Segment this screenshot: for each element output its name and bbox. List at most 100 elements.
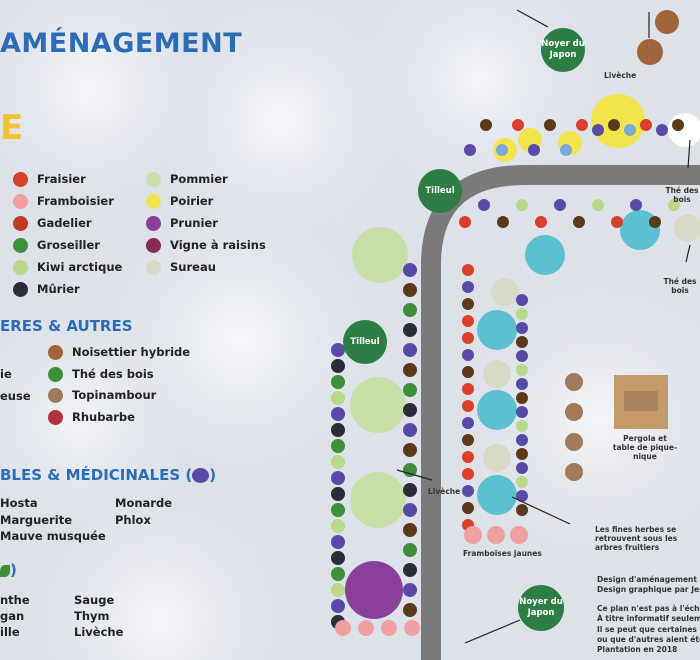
plant-marker (544, 119, 556, 131)
plant-marker (462, 468, 474, 480)
plant-marker (403, 523, 417, 537)
plant-marker (535, 216, 547, 228)
plant-marker (335, 620, 351, 636)
plant-marker (592, 199, 604, 211)
flower-label: Hosta (0, 496, 38, 510)
plant-marker (403, 303, 417, 317)
herb-label: ille (0, 625, 20, 639)
strawberry-icon (13, 172, 28, 187)
plant-marker (331, 471, 345, 485)
plant-marker (512, 119, 524, 131)
plant-marker (576, 119, 588, 131)
plant-marker (331, 343, 345, 357)
currant-bush-icon (477, 310, 517, 350)
apple-tree-icon (146, 172, 161, 187)
label-liveche-left: Livèche (428, 487, 461, 496)
plant-marker (462, 485, 474, 497)
flowers-heading: BLES & MÉDICINALES () (0, 466, 216, 484)
plant-marker (516, 504, 528, 516)
apple-tree-icon (352, 227, 408, 283)
plant-marker (462, 502, 474, 514)
label-liveche-top: Livèche (604, 71, 637, 80)
currant-bush-icon (525, 235, 565, 275)
plant-marker (516, 322, 528, 334)
label-the-bois-1: Thé des bois (665, 186, 699, 204)
plant-marker (403, 563, 417, 577)
plant-marker (565, 403, 583, 421)
plant-marker (516, 490, 528, 502)
others-label: Noisettier hybride (72, 345, 191, 359)
plant-marker (668, 199, 680, 211)
plant-marker (331, 455, 345, 469)
label-herbs-note: Les fines herbes se retrouvent sous les … (595, 525, 678, 552)
plant-marker (516, 336, 528, 348)
flower-label: Mauve musquée (0, 529, 106, 543)
plant-marker (516, 448, 528, 460)
plant-marker (464, 526, 482, 544)
pergola (614, 375, 668, 429)
label-pergola: Pergola et table de pique-nique (612, 434, 678, 461)
plant-marker (462, 349, 474, 361)
apple-tree-icon (350, 377, 406, 433)
elderberry-icon (146, 260, 161, 275)
fruit-label: Groseiller (37, 238, 100, 252)
leader-lines (396, 9, 691, 644)
plum-tree-icon (345, 561, 403, 619)
plant-marker (462, 332, 474, 344)
plant-marker (630, 199, 642, 211)
plant-marker (459, 216, 471, 228)
plant-marker (565, 373, 583, 391)
flower-label: Marguerite (0, 512, 73, 527)
plant-marker (565, 433, 583, 451)
plant-marker (403, 483, 417, 497)
plant-marker (487, 526, 505, 544)
flower-label: Monarde (115, 496, 172, 510)
plant-marker (403, 423, 417, 437)
others-label: Topinambour (72, 388, 157, 402)
others-heading: ERES & AUTRES (0, 317, 133, 335)
plant-marker (358, 620, 374, 636)
plant-marker (331, 375, 345, 389)
plant-marker (381, 620, 397, 636)
rhubarb-icon (48, 409, 63, 425)
plant-marker (462, 434, 474, 446)
tree-tilleul-1: Tilleul (418, 169, 462, 213)
blackberry-icon (13, 282, 28, 297)
fruit-label: Poirier (170, 194, 214, 208)
plant-marker (516, 462, 528, 474)
herbs-heading-close: ) (10, 561, 17, 579)
fruit-label: Gadelier (37, 216, 92, 230)
rhubarb-icon (668, 113, 700, 147)
plant-marker (480, 119, 492, 131)
raspberry-icon (13, 194, 28, 209)
herb-icon (0, 564, 10, 577)
plant-marker (404, 620, 420, 636)
kiwi-icon (13, 260, 28, 275)
plant-marker (510, 526, 528, 544)
label-framboises: Framboises jaunes (463, 549, 542, 558)
plant-marker (403, 583, 417, 597)
sea-buckthorn-icon (491, 278, 519, 306)
plant-marker (516, 378, 528, 390)
herbs-heading: ) (0, 561, 17, 579)
plant-marker (640, 119, 652, 131)
fruit-label: Sureau (170, 260, 216, 274)
plant-marker (462, 315, 474, 327)
page-title: AMÉNAGEMENT (0, 28, 243, 59)
plant-marker (331, 535, 345, 549)
plant-marker (608, 119, 620, 131)
plant-marker (649, 216, 661, 228)
plant-marker (656, 124, 668, 136)
wintergreen-icon (48, 366, 63, 382)
plant-marker (403, 283, 417, 297)
plant-marker (331, 391, 345, 405)
pear-tree-icon (146, 194, 161, 209)
hazelnut-icon (655, 10, 679, 34)
plant-marker (560, 144, 572, 156)
fruit-label: Vigne à raisins (170, 238, 266, 252)
herb-label: Sauge (74, 593, 115, 607)
others-label: Thé des bois (72, 366, 154, 381)
plant-marker (331, 583, 345, 597)
plant-marker (462, 400, 474, 412)
currant-bush-icon (477, 475, 517, 515)
